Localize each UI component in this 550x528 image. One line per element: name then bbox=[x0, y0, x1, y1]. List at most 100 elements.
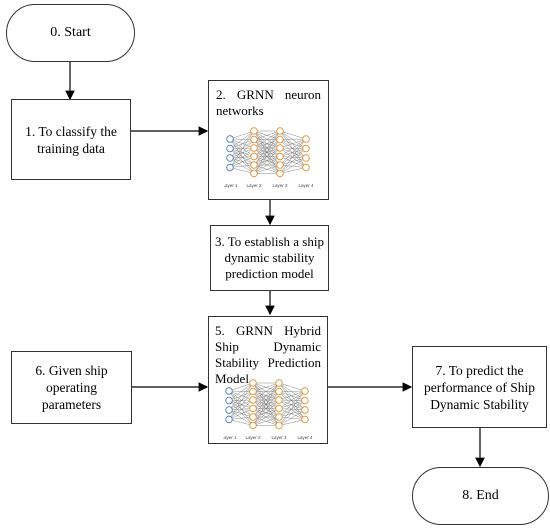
network-edge bbox=[279, 139, 307, 168]
network-edge bbox=[229, 167, 255, 174]
network-edge bbox=[228, 399, 254, 411]
network-edge bbox=[278, 391, 306, 411]
network-edge bbox=[279, 139, 307, 159]
network-node bbox=[302, 154, 310, 162]
network-edge bbox=[279, 138, 307, 174]
network-edge bbox=[228, 416, 254, 420]
network-edge bbox=[278, 400, 306, 418]
hybrid-label: 5. GRNN Hybrid Ship Dynamic Stability Pr… bbox=[215, 323, 321, 386]
grnn-label: 2. GRNN neuron networks bbox=[216, 87, 321, 118]
network-edge bbox=[279, 148, 307, 157]
network-edge bbox=[278, 409, 306, 426]
network-node bbox=[250, 152, 258, 161]
network-edge bbox=[253, 147, 281, 174]
network-node bbox=[276, 152, 284, 161]
network-edge bbox=[228, 382, 254, 420]
network-edge bbox=[279, 138, 307, 140]
network-edge bbox=[278, 382, 306, 411]
network-edge bbox=[279, 147, 307, 149]
network-edge bbox=[279, 156, 307, 159]
network-edge bbox=[278, 391, 306, 420]
network-node bbox=[302, 163, 310, 172]
network-node bbox=[250, 127, 258, 135]
network-edge bbox=[229, 138, 255, 140]
layer-label: Layer 1 bbox=[223, 435, 237, 440]
given-label: 6. Given ship operating parameters bbox=[35, 363, 108, 412]
network-node bbox=[226, 163, 234, 172]
start-node: 0. Start bbox=[6, 4, 135, 62]
network-node bbox=[275, 396, 283, 404]
network-edge bbox=[278, 399, 306, 411]
network-edge bbox=[228, 391, 254, 411]
network-node bbox=[225, 415, 233, 424]
network-node bbox=[276, 135, 284, 144]
network-edge bbox=[253, 130, 281, 149]
network-edge bbox=[278, 416, 306, 420]
network-edge bbox=[253, 139, 281, 174]
network-edge bbox=[279, 138, 307, 166]
classify-label: 1. To classify the training data bbox=[25, 123, 117, 156]
network-node bbox=[249, 421, 257, 430]
start-label: 0. Start bbox=[50, 25, 91, 40]
network-node bbox=[225, 387, 233, 395]
network-edge bbox=[228, 400, 254, 409]
network-edge bbox=[229, 156, 255, 168]
network-edge bbox=[229, 130, 255, 168]
network-edge bbox=[228, 391, 254, 401]
end-label: 8. End bbox=[462, 488, 499, 503]
network-edge bbox=[278, 390, 306, 392]
network-edge bbox=[279, 130, 307, 159]
network-edge bbox=[279, 167, 307, 174]
network-edge bbox=[253, 156, 281, 174]
network-node bbox=[276, 161, 284, 169]
network-edge bbox=[279, 138, 307, 157]
network-node bbox=[302, 144, 310, 153]
network-node bbox=[276, 127, 284, 135]
network-node bbox=[301, 406, 309, 414]
network-node bbox=[249, 387, 257, 396]
network-node bbox=[275, 404, 283, 413]
network-edge bbox=[253, 130, 281, 166]
network-edge bbox=[252, 399, 280, 426]
network-edge bbox=[229, 139, 255, 149]
network-edge bbox=[228, 382, 254, 411]
network-edge bbox=[253, 164, 281, 174]
network-edge bbox=[228, 399, 254, 420]
network-edge bbox=[252, 408, 280, 426]
layer-label: Layer 4 bbox=[297, 435, 313, 440]
network-edge bbox=[252, 382, 280, 426]
network-edge bbox=[252, 382, 280, 392]
network-edge bbox=[278, 399, 306, 420]
network-edge bbox=[229, 147, 255, 159]
network-node bbox=[301, 387, 309, 395]
network-edge bbox=[229, 139, 255, 159]
network-edge bbox=[252, 382, 280, 401]
layer-label: Layer 3 bbox=[271, 435, 287, 440]
network-edge bbox=[279, 156, 307, 168]
network-edge bbox=[228, 399, 254, 401]
network-node bbox=[225, 406, 233, 414]
network-edge bbox=[278, 399, 306, 401]
network-node bbox=[249, 404, 257, 413]
network-edge bbox=[253, 130, 281, 140]
network-edge bbox=[228, 390, 254, 392]
network-edge bbox=[278, 400, 306, 426]
network-edge bbox=[229, 148, 255, 174]
network-edge bbox=[278, 390, 306, 409]
network-node bbox=[226, 135, 234, 143]
given-node: 6. Given ship operating parameters bbox=[11, 351, 132, 424]
network-edge bbox=[228, 391, 254, 420]
network-node bbox=[275, 387, 283, 396]
network-edge bbox=[228, 408, 254, 411]
network-edge bbox=[229, 130, 255, 149]
network-edge bbox=[229, 148, 255, 166]
network-edge bbox=[279, 148, 307, 166]
network-edge bbox=[229, 130, 255, 140]
network-edge bbox=[228, 390, 254, 418]
network-node bbox=[275, 413, 283, 421]
network-edge bbox=[228, 390, 254, 426]
network-edge bbox=[229, 139, 255, 168]
